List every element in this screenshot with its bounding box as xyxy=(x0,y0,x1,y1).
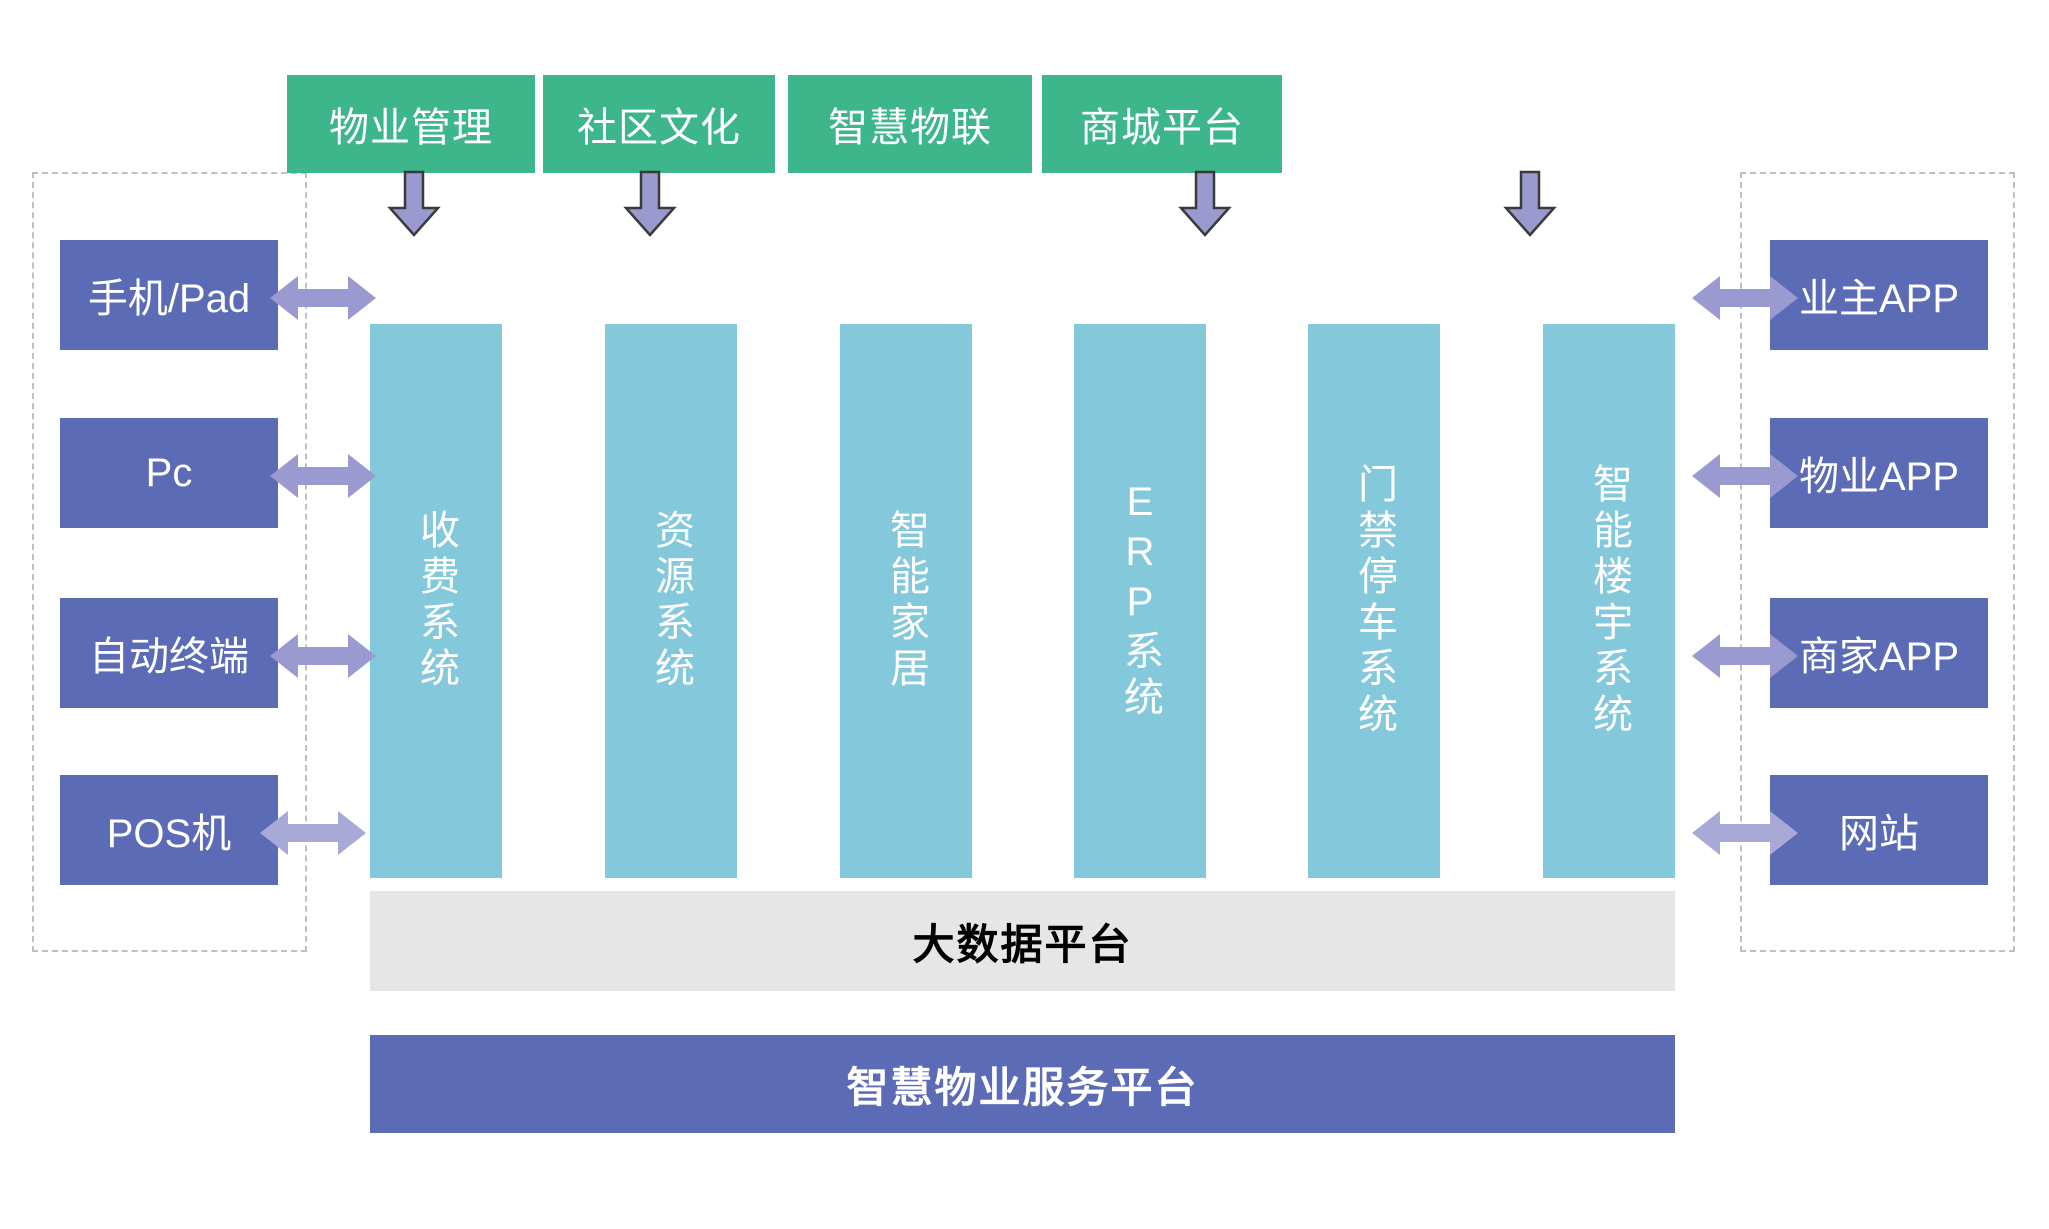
right-app-label: 物业APP xyxy=(1798,455,1960,499)
top-channel-box-2[interactable]: 智慧物联 xyxy=(788,75,1032,173)
left-devices-group-frame xyxy=(32,172,307,952)
top-channel-label: 商城平台 xyxy=(1080,106,1244,150)
top-channel-label: 智慧物联 xyxy=(828,106,992,150)
system-column-label: 智能家居 xyxy=(884,509,928,693)
system-column-4[interactable]: 门禁停车系统 xyxy=(1308,324,1440,878)
left-device-label: POS机 xyxy=(106,812,232,856)
arrow-left-right-icon xyxy=(1692,634,1798,678)
system-column-3[interactable]: ERP系统 xyxy=(1074,324,1206,878)
right-app-label: 业主APP xyxy=(1798,277,1960,321)
top-channel-box-3[interactable]: 商城平台 xyxy=(1042,75,1282,173)
arrow-left-right-icon xyxy=(270,276,376,320)
arrow-down-icon xyxy=(1503,170,1557,237)
arrow-left-right-icon xyxy=(270,634,376,678)
top-channel-label: 社区文化 xyxy=(577,106,741,150)
left-device-box-1[interactable]: Pc xyxy=(60,418,278,528)
arrow-down-icon xyxy=(1178,170,1232,237)
right-app-box-1[interactable]: 物业APP xyxy=(1770,418,1988,528)
left-device-label: 手机/Pad xyxy=(87,277,251,321)
top-channel-label: 物业管理 xyxy=(329,106,493,150)
system-column-label: 智能楼宇系统 xyxy=(1587,463,1631,739)
big-data-platform-label: 大数据平台 xyxy=(912,920,1133,968)
right-app-label: 商家APP xyxy=(1798,635,1960,679)
right-app-label: 网站 xyxy=(1839,812,1919,856)
arrow-left-right-icon xyxy=(260,811,366,855)
right-app-box-3[interactable]: 网站 xyxy=(1770,775,1988,885)
system-column-label: 资源系统 xyxy=(649,509,693,693)
system-column-1[interactable]: 资源系统 xyxy=(605,324,737,878)
big-data-platform-bar[interactable]: 大数据平台 xyxy=(370,891,1675,991)
left-device-label: Pc xyxy=(145,450,193,495)
left-device-box-2[interactable]: 自动终端 xyxy=(60,598,278,708)
left-device-box-3[interactable]: POS机 xyxy=(60,775,278,885)
system-column-5[interactable]: 智能楼宇系统 xyxy=(1543,324,1675,878)
arrow-left-right-icon xyxy=(1692,454,1798,498)
arrow-left-right-icon xyxy=(270,454,376,498)
system-column-2[interactable]: 智能家居 xyxy=(840,324,972,878)
arrow-left-right-icon xyxy=(1692,811,1798,855)
top-channel-box-0[interactable]: 物业管理 xyxy=(287,75,535,173)
right-app-box-0[interactable]: 业主APP xyxy=(1770,240,1988,350)
system-column-label: 门禁停车系统 xyxy=(1352,463,1396,739)
system-column-label: 收费系统 xyxy=(414,509,458,693)
arrow-down-icon xyxy=(623,170,677,237)
left-device-box-0[interactable]: 手机/Pad xyxy=(60,240,278,350)
system-column-label: ERP系统 xyxy=(1118,480,1162,722)
service-platform-bar[interactable]: 智慧物业服务平台 xyxy=(370,1035,1675,1133)
system-column-0[interactable]: 收费系统 xyxy=(370,324,502,878)
service-platform-label: 智慧物业服务平台 xyxy=(846,1063,1199,1111)
arrow-down-icon xyxy=(387,170,441,237)
right-app-box-2[interactable]: 商家APP xyxy=(1770,598,1988,708)
top-channel-box-1[interactable]: 社区文化 xyxy=(543,75,775,173)
arrow-left-right-icon xyxy=(1692,276,1798,320)
left-device-label: 自动终端 xyxy=(89,635,249,679)
right-apps-group-frame xyxy=(1740,172,2015,952)
